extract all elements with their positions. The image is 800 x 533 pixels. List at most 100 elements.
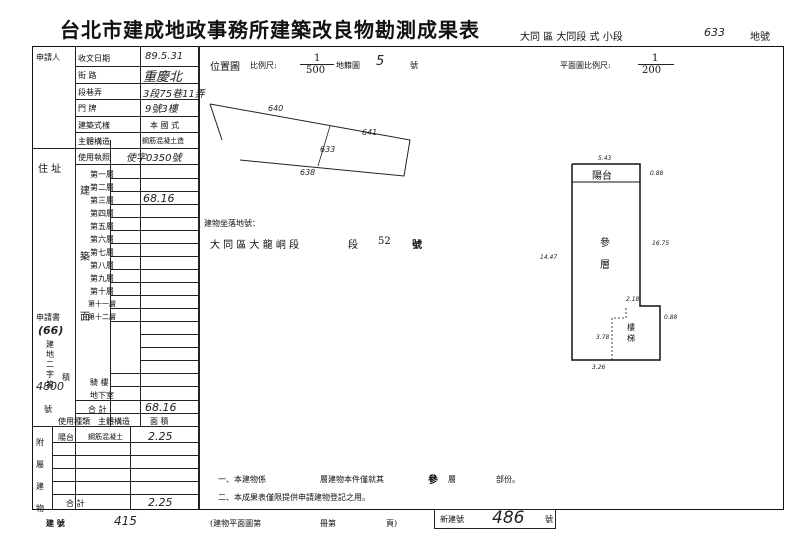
attached-area: 2.25 — [148, 430, 173, 443]
floor-label: 第四層 — [90, 209, 114, 218]
plan-reference-end: 頁) — [386, 519, 398, 528]
divider — [52, 455, 198, 456]
plan-reference: (建物平面圖第 — [210, 519, 262, 528]
row-value: 重慶北 — [143, 70, 183, 85]
plan-scale-num: 1 — [652, 53, 659, 64]
land-location-suffix: 號 — [412, 240, 422, 251]
land-location-district: 大 同 區 大 龍 峒 段 — [210, 240, 300, 251]
location-scale-label: 比例尺: — [250, 61, 277, 70]
row-label: 收文日期 — [78, 54, 110, 63]
plan-dimension: 5.43 — [598, 155, 612, 162]
stair-label: 樓梯 — [627, 323, 635, 343]
floor-plan-label: 層 — [600, 260, 610, 271]
parcel-label: 640 — [268, 104, 284, 113]
total-label: 合 計 — [88, 405, 107, 414]
divider — [75, 400, 198, 401]
plan-dimension: 3.78 — [596, 334, 610, 341]
arcade-label: 騎 樓 — [90, 378, 109, 387]
fraction-bar — [638, 64, 674, 65]
floor-label: 第十一層 — [88, 300, 116, 308]
floor-label: 第八層 — [90, 261, 114, 270]
total-area: 68.16 — [145, 401, 177, 414]
district-label: 大同 區 大同段 式 小段 — [520, 32, 623, 43]
applicant-label: 申請人 — [36, 53, 60, 62]
floor-label: 第十二層 — [88, 313, 116, 321]
page-title: 台北市建成地政事務所建築改良物勘測成果表 — [60, 18, 480, 42]
row-value: 本 國 式 — [150, 121, 180, 130]
floor-label: 第五層 — [90, 222, 114, 231]
plan-dimension: 3.26 — [592, 364, 606, 371]
attached-side-label: 附屬建物 — [36, 438, 44, 513]
application-label: 申請書 — [36, 313, 60, 322]
divider — [140, 347, 198, 348]
divider — [110, 269, 198, 270]
row-value: 3段75巷11弄 — [143, 89, 205, 100]
divider — [75, 164, 198, 165]
divider — [198, 46, 200, 510]
divider — [140, 360, 198, 361]
divider — [110, 373, 198, 374]
attached-total-area: 2.25 — [148, 496, 173, 509]
land-location-number: 52 — [378, 236, 391, 247]
divider — [75, 99, 198, 100]
divider — [75, 66, 198, 67]
divider — [110, 178, 198, 179]
note-2: 二、本成果表僅限提供申請建物登記之用。 — [218, 493, 370, 502]
location-map-label: 位置圖 — [210, 62, 240, 73]
divider — [32, 426, 198, 427]
new-number: 486 — [492, 508, 525, 528]
note-1-floor: 參 — [428, 475, 438, 486]
divider — [75, 46, 76, 510]
divider — [110, 140, 111, 426]
attached-struct: 鋼筋混凝土 — [88, 433, 123, 441]
location-scale-num: 1 — [314, 53, 321, 64]
row-label: 使用執照 — [78, 153, 110, 162]
divider — [75, 132, 198, 133]
land-location-section: 段 — [348, 240, 358, 251]
construction-label: 建地二字第 — [46, 340, 54, 389]
building-label: 建 — [80, 186, 90, 197]
divider — [110, 256, 198, 257]
divider — [110, 243, 198, 244]
cadastral-sheet-suffix: 號 — [410, 61, 418, 70]
floor-label: 第七層 — [90, 248, 114, 257]
divider — [140, 334, 198, 335]
floor-label: 第十層 — [90, 287, 114, 296]
attached-header-use: 使用種類 — [58, 417, 90, 426]
divider — [75, 148, 198, 149]
basement-label: 地下室 — [90, 391, 114, 400]
floor-label: 第一層 — [90, 170, 114, 179]
parcel-label: 641 — [362, 128, 378, 137]
parcel-number: 633 — [704, 26, 725, 39]
land-location-title: 建物坐落地號： — [204, 219, 260, 228]
building-label: 築 — [80, 252, 90, 263]
plan-dimension: 0.88 — [664, 314, 678, 321]
row-value: 89.5.31 — [145, 51, 184, 62]
divider — [75, 116, 198, 117]
parcel-suffix: 地號 — [750, 32, 770, 43]
divider — [140, 46, 141, 426]
divider — [32, 148, 75, 149]
divider — [110, 321, 198, 322]
floor-plan-label: 參 — [600, 238, 610, 249]
divider — [110, 204, 198, 205]
divider — [110, 191, 198, 192]
note-1-mid: 層建物本件僅就其 — [320, 475, 384, 484]
floor-label: 第三層 — [90, 196, 114, 205]
floor-label: 第六層 — [90, 235, 114, 244]
attached-header-struct: 主體構造 — [98, 417, 130, 426]
floor-label: 第九層 — [90, 274, 114, 283]
divider — [110, 308, 198, 309]
building-label: 面 — [80, 312, 90, 323]
row-label: 街 路 — [78, 71, 97, 80]
floor-label: 第二層 — [90, 183, 114, 192]
new-number-box — [434, 509, 556, 529]
plan-dimension: 2.18 — [626, 296, 640, 303]
row-label: 門 牌 — [78, 104, 97, 113]
building-number: 415 — [114, 514, 137, 528]
divider — [52, 481, 198, 482]
row-label: 段巷弄 — [78, 88, 102, 97]
row-value: 9號3樓 — [145, 104, 178, 115]
parcel-label: 633 — [320, 145, 336, 154]
